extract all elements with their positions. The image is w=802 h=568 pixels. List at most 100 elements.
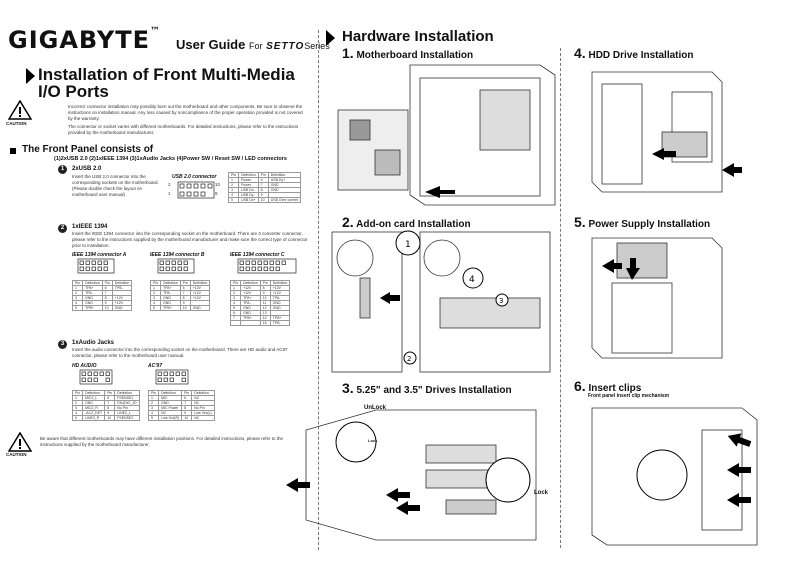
lock-label-1: Lock [368, 438, 378, 443]
table-cell: 5 [227, 197, 240, 203]
caution-label: CAUTION [6, 121, 27, 126]
ieee-step-number: 2 [58, 224, 67, 233]
series-suffix: Series [304, 41, 330, 51]
table-cell: FAUDIO_JD [114, 400, 140, 406]
motherboard-illustration [337, 64, 556, 206]
table-cell: Definition [189, 280, 211, 286]
lock-label-2: Lock [534, 490, 549, 496]
table-cell: -ACZ_DET [82, 410, 106, 416]
page-title: Installation of Front Multi-Media I/O Po… [38, 66, 308, 100]
step-6-num: 6. [574, 378, 586, 394]
usb-pin-header-icon [177, 181, 215, 199]
brand-name: GIGABYTE [8, 26, 151, 54]
clips-illustration [591, 407, 758, 546]
step-5-num: 5. [574, 214, 586, 230]
psu-illustration [591, 237, 723, 359]
usb-pin-top-end: 10 [215, 182, 221, 187]
table-cell: USB Dx+ [238, 197, 259, 203]
ieee-title: 1xIEEE 1394 [72, 224, 108, 230]
section-arrow-icon [26, 68, 35, 84]
usb-pin-top-start: 2 [168, 182, 171, 187]
table-cell: Definition [269, 280, 291, 286]
page-title-line1: Installation of Front Multi-Media [38, 65, 295, 84]
callout-3: 3 [499, 297, 503, 305]
clips-subtitle: Front panel insert clip mechanism [588, 393, 670, 399]
usb-title: 2xUSB 2.0 [72, 166, 102, 172]
table-cell: LINE2_R [82, 415, 106, 421]
usb-connector-label: USB 2.0 connector [172, 174, 217, 180]
column-divider [318, 30, 319, 550]
table-cell: Line Out(L) [191, 410, 215, 416]
ieee-description: Insert the IEEE 1394 connector into the … [72, 231, 308, 248]
table-cell: 10 [101, 305, 113, 311]
usb-description: Insert the USB 2.0 connector into the co… [72, 174, 159, 197]
table-cell: 10 [181, 415, 193, 421]
caution-icon [8, 100, 32, 120]
step-drives: 3. 5.25" and 3.5" Drives Installation [342, 380, 512, 396]
guide-title: User Guide For SETTOSeries [176, 37, 330, 52]
audio-description: Insert the audio connector into the corr… [72, 347, 288, 358]
table-cell: Line Out(R) [158, 415, 183, 421]
hd-audio-label: HD AUDIO [72, 363, 97, 369]
caution-text-2: The connector or socket varies with diff… [68, 124, 299, 135]
table-cell: TPB+ [160, 305, 181, 311]
caution-text-1: Incorrect connector installation may pos… [68, 104, 303, 121]
page-title-line2: I/O Ports [38, 82, 109, 101]
step-clips: 6. Insert clips [574, 378, 641, 394]
usb-step-number: 1 [58, 165, 67, 174]
ac97-label: AC'97 [148, 363, 162, 369]
guide-for: For [248, 41, 263, 51]
table-cell: Definition [111, 280, 133, 286]
callout-4: 4 [469, 275, 475, 285]
usb-pin-bottom-end: 9 [215, 191, 218, 196]
step-1-label: Motherboard Installation [356, 50, 474, 61]
table-cell: TPB- [269, 320, 291, 326]
bullet-square-icon [10, 148, 16, 154]
caution-text: Incorrect connector installation may pos… [68, 104, 308, 136]
step-6-label: Insert clips [588, 383, 642, 394]
table-cell: Definition [240, 280, 261, 286]
step-addon: 2. Add-on card Installation [342, 214, 471, 230]
table-cell: USB Over current [267, 197, 302, 203]
front-panel-subtitle: (1)2xUSB 2.0 (2)1xIEEE 1394 (3)1xAudio J… [54, 156, 287, 162]
caution-text-3: Be aware that different motherboards may… [40, 436, 283, 447]
table-cell: Definition [82, 280, 103, 286]
hdd-illustration [591, 71, 742, 193]
table-cell: 5 [147, 415, 160, 421]
drives-illustration [286, 409, 537, 541]
step-3-num: 3. [342, 380, 354, 396]
step-psu: 5. Power Supply Installation [574, 214, 710, 230]
table-cell: 5 [71, 305, 84, 311]
table-cell: 5 [149, 305, 162, 311]
caution-label-2: CAUTION [6, 452, 27, 457]
step-2-label: Add-on card Installation [356, 219, 471, 230]
step-4-num: 4. [574, 45, 586, 61]
usb-pin-bottom-start: 1 [168, 191, 171, 196]
audio-title: 1xAudio Jacks [72, 340, 115, 346]
ieee-pin-headers-icon [77, 258, 297, 274]
table-cell: GND [189, 305, 211, 311]
unlock-label: UnLock [364, 405, 387, 411]
table-cell: 10 [257, 197, 269, 203]
table-cell: 10 [104, 415, 116, 421]
table-cell: Definition [238, 172, 259, 178]
addon-card-illustration: 1 4 3 2 [331, 230, 551, 373]
table-cell: NC [191, 415, 215, 421]
step-2-num: 2. [342, 214, 354, 230]
step-3-label: 5.25" and 3.5" Drives Installation [356, 385, 512, 396]
table-cell: 5 [71, 415, 84, 421]
table-cell: 15 [259, 320, 271, 326]
brand-logo: GIGABYTE™ [8, 26, 161, 54]
